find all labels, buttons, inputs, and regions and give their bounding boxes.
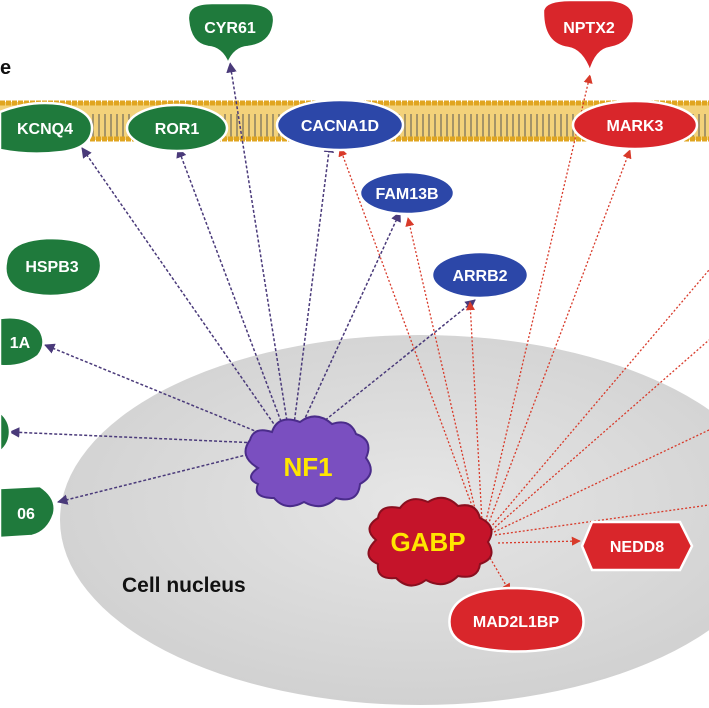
edge-nf1-left (8, 427, 283, 445)
gabp-edges (338, 74, 709, 593)
node-nptx2-label: NPTX2 (563, 20, 615, 37)
node-cyr61-label: CYR61 (204, 20, 256, 37)
edge-gabp-right4 (494, 504, 709, 536)
node-cacna1d[interactable]: CACNA1D (275, 98, 405, 152)
edge-gabp-mark3 (487, 149, 632, 526)
regulator-gabp[interactable]: GABP (367, 496, 493, 587)
node-06[interactable]: 06 (0, 484, 56, 540)
edge-nf1-kcnq4 (81, 147, 286, 441)
node-06-label: 06 (17, 506, 35, 523)
membrane-label-fragment: e (0, 57, 11, 79)
node-hspb3-label: HSPB3 (25, 259, 78, 276)
node-ror1-label: ROR1 (155, 121, 200, 138)
edge-nf1-ror1 (176, 147, 289, 441)
edge-nf1-06 (56, 445, 283, 505)
edge-gabp-right2 (491, 339, 709, 531)
edge-nf1-cyr61 (226, 61, 291, 441)
node-1a[interactable]: 1A (0, 316, 45, 368)
node-cyr61[interactable]: CYR61 (186, 1, 276, 68)
node-arrb2-label: ARRB2 (452, 268, 507, 285)
node-mark3-label: MARK3 (607, 118, 664, 135)
edge-gabp-right1 (489, 269, 709, 529)
node-hspb3[interactable]: HSPB3 (4, 236, 103, 298)
node-ror1[interactable]: ROR1 (125, 103, 229, 153)
node-nptx2[interactable]: NPTX2 (541, 0, 636, 77)
node-mad2l1bp[interactable]: MAD2L1BP (448, 586, 585, 653)
nf1-edges (8, 61, 476, 505)
node-mad2l1bp-label: MAD2L1BP (473, 614, 560, 631)
edge-gabp-nptx2 (484, 74, 593, 526)
regulator-nf1-label: NF1 (283, 452, 332, 482)
node-arrb2[interactable]: ARRB2 (430, 250, 530, 300)
regulator-nf1[interactable]: NF1 (244, 415, 372, 508)
regulator-gabp-label: GABP (390, 527, 465, 557)
node-fam13b-label: FAM13B (375, 186, 438, 203)
edge-gabp-nedd8 (497, 536, 581, 546)
edge-gabp-mad2l1bp (489, 557, 511, 593)
node-kcnq4-label: KCNQ4 (17, 121, 73, 138)
nucleus-label: Cell nucleus (122, 574, 246, 597)
node-1a-label: 1A (10, 335, 31, 352)
edge-gabp-cacna1d (338, 147, 479, 523)
edge-gabp-arrb2 (465, 301, 483, 523)
edge-nf1-arrb2 (297, 299, 476, 443)
node-kcnq4[interactable]: KCNQ4 (0, 101, 94, 155)
edge-nf1-1a (44, 343, 283, 443)
node-nedd8[interactable]: NEDD8 (580, 520, 694, 572)
node-cacna1d-label: CACNA1D (301, 118, 379, 135)
node-mark3[interactable]: MARK3 (571, 99, 699, 151)
node-left-partial[interactable] (0, 410, 12, 454)
edge-nf1-fam13b (294, 211, 401, 441)
node-nedd8-label: NEDD8 (610, 539, 664, 556)
node-fam13b[interactable]: FAM13B (358, 170, 456, 216)
